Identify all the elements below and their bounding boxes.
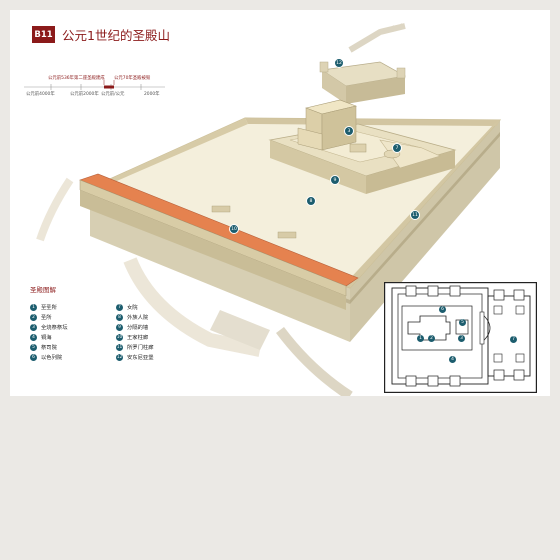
legend-label: 圣所 bbox=[41, 315, 52, 321]
plan-marker-4: 4 bbox=[449, 356, 456, 363]
marker-10: 10 bbox=[229, 224, 239, 234]
legend-item: 8 外族人院 bbox=[116, 312, 202, 322]
plan-marker-5: 5 bbox=[459, 319, 466, 326]
marker-11: 11 bbox=[410, 210, 420, 220]
legend-number: 5 bbox=[30, 343, 37, 351]
legend-label: 王家柱廊 bbox=[127, 335, 149, 341]
legend-column-left: 1 至圣所 2 圣所 3 全烧祭祭坛 4 铜海 5 祭司院 6 以色列院 bbox=[30, 302, 116, 362]
legend-number: 11 bbox=[116, 343, 123, 351]
timeline-label-2000ad: 2000年 bbox=[144, 92, 160, 97]
legend-label: 铜海 bbox=[41, 335, 52, 341]
legend-item: 9 分隔的墙 bbox=[116, 322, 202, 332]
legend-item: 2 圣所 bbox=[30, 312, 116, 322]
legend-label: 以色列院 bbox=[41, 355, 63, 361]
legend-number: 9 bbox=[116, 323, 123, 331]
marker-9: 9 bbox=[330, 175, 340, 185]
timeline-label-temple-destroyed: 公元70年圣殿被毁 bbox=[114, 76, 151, 81]
legend-label: 全烧祭祭坛 bbox=[41, 325, 68, 331]
section-badge: B11 bbox=[32, 26, 55, 43]
legend-title: 圣殿图解 bbox=[30, 286, 56, 294]
legend-label: 至圣所 bbox=[41, 305, 57, 311]
legend-number: 8 bbox=[116, 313, 123, 321]
legend-column-right: 7 女院 8 外族人院 9 分隔的墙 10 王家柱廊 11 所罗门柱廊 12 安东尼亚堡 bbox=[116, 302, 202, 362]
plan-marker-1: 1 bbox=[417, 335, 424, 342]
legend-item: 3 全烧祭祭坛 bbox=[30, 322, 116, 332]
legend-item: 7 女院 bbox=[116, 302, 202, 312]
timeline-label-bc-ad: 公元前/公元 bbox=[101, 92, 125, 97]
marker-8: 8 bbox=[306, 196, 316, 206]
legend-label: 所罗门柱廊 bbox=[127, 345, 154, 351]
plan-marker-2: 2 bbox=[428, 335, 435, 342]
legend-item: 10 王家柱廊 bbox=[116, 332, 202, 342]
temple-floor-plan: 6 1 2 3 5 4 7 bbox=[384, 282, 538, 394]
legend-number: 1 bbox=[30, 303, 37, 311]
timeline-label-4000bc: 公元前4000年 bbox=[26, 92, 55, 97]
legend-number: 6 bbox=[30, 353, 37, 361]
marker-7: 7 bbox=[392, 143, 402, 153]
legend-item: 1 至圣所 bbox=[30, 302, 116, 312]
legend-label: 女院 bbox=[127, 305, 138, 311]
legend-label: 外族人院 bbox=[127, 315, 149, 321]
legend-label: 祭司院 bbox=[41, 345, 57, 351]
page-title: 公元1世纪的圣殿山 bbox=[62, 28, 170, 43]
legend-item: 4 铜海 bbox=[30, 332, 116, 342]
temple-mount-illustration bbox=[36, 23, 502, 396]
marker-3: 3 bbox=[344, 126, 354, 136]
legend-label: 分隔的墙 bbox=[127, 325, 149, 331]
legend-item: 6 以色列院 bbox=[30, 352, 116, 362]
timeline-label-temple-built: 公元前536年第二座圣殿建成 bbox=[48, 76, 105, 81]
plan-marker-7: 7 bbox=[510, 336, 517, 343]
legend-number: 12 bbox=[116, 353, 123, 361]
timeline-label-2000bc: 公元前2000年 bbox=[70, 92, 99, 97]
legend-item: 12 安东尼亚堡 bbox=[116, 352, 202, 362]
legend: 圣殿图解 1 至圣所 2 圣所 3 全烧祭祭坛 4 铜海 5 祭司院 6 以色列院 7 女院 … bbox=[30, 284, 220, 362]
plan-marker-3: 3 bbox=[458, 335, 465, 342]
plan-marker-6: 6 bbox=[439, 306, 446, 313]
legend-number: 7 bbox=[116, 303, 123, 311]
legend-number: 10 bbox=[116, 333, 123, 341]
legend-number: 3 bbox=[30, 323, 37, 331]
legend-label: 安东尼亚堡 bbox=[127, 355, 154, 361]
legend-number: 2 bbox=[30, 313, 37, 321]
timeline-bar bbox=[24, 80, 165, 90]
marker-12: 12 bbox=[334, 58, 344, 68]
legend-item: 11 所罗门柱廊 bbox=[116, 342, 202, 352]
legend-number: 4 bbox=[30, 333, 37, 341]
legend-item: 5 祭司院 bbox=[30, 342, 116, 352]
page: B11 公元1世纪的圣殿山 公元前536年第二座圣殿建成 公元70年圣殿被毁 公… bbox=[10, 10, 550, 396]
